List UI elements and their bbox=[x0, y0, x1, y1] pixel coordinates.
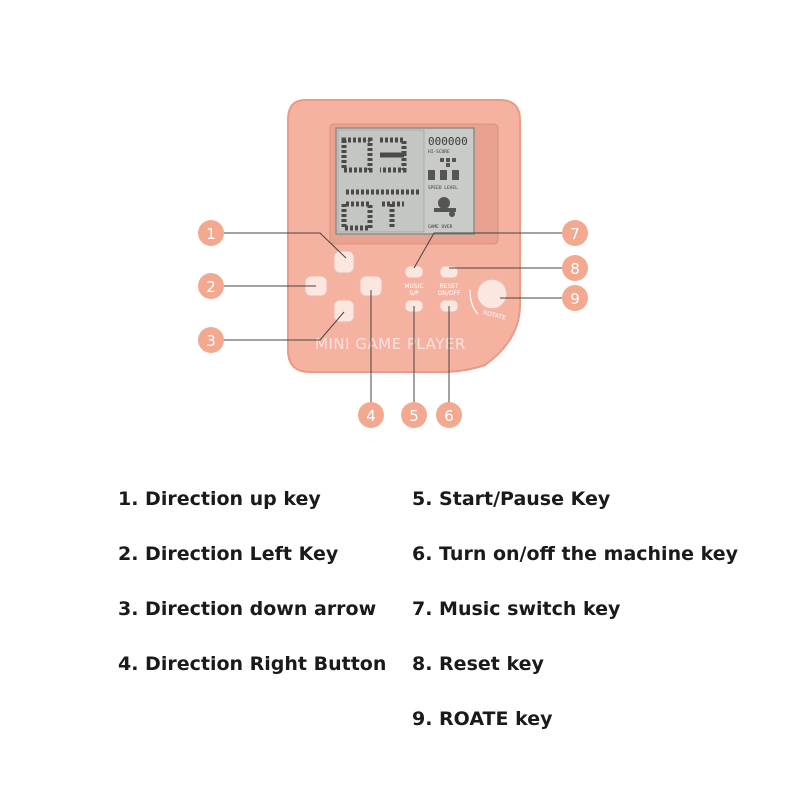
leader-lines bbox=[224, 232, 562, 402]
legend-item-6: 6. Turn on/off the machine key bbox=[412, 543, 738, 565]
callout-3 bbox=[198, 327, 224, 353]
lcd-mini-preview bbox=[440, 158, 456, 167]
legend-item-3: 3. Direction down arrow bbox=[118, 598, 377, 620]
callout-markers: 1 2 3 4 5 6 7 8 9 bbox=[198, 220, 588, 428]
legend-item-4: 4. Direction Right Button bbox=[118, 653, 387, 675]
callout-8-number: 8 bbox=[570, 260, 580, 278]
callout-9-number: 9 bbox=[570, 290, 580, 308]
legend-item-9: 9. ROATE key bbox=[412, 708, 553, 730]
music-button-label: MUSIC bbox=[404, 283, 423, 290]
callout-6-number: 6 bbox=[444, 407, 454, 425]
rotate-button[interactable] bbox=[476, 278, 508, 310]
callout-1-number: 1 bbox=[206, 225, 216, 243]
legend-item-5: 5. Start/Pause Key bbox=[412, 488, 611, 510]
legend-item-7: 7. Music switch key bbox=[412, 598, 621, 620]
callout-7 bbox=[562, 220, 588, 246]
reset-button[interactable] bbox=[439, 265, 459, 279]
dpad-up-button[interactable] bbox=[333, 250, 355, 274]
lcd-pixel-digits bbox=[341, 137, 420, 231]
lcd-play-field bbox=[337, 129, 425, 233]
rotate-arrow-icon bbox=[469, 289, 479, 315]
game-console: 000000 HI-SCORE SPEED LEVEL GAME OVER MU… bbox=[287, 99, 521, 373]
sp-button-label: S/P bbox=[409, 290, 419, 297]
lcd-character-icon bbox=[434, 197, 456, 217]
music-button[interactable] bbox=[404, 265, 424, 279]
callout-8 bbox=[562, 255, 588, 281]
dpad-down-button[interactable] bbox=[333, 299, 355, 323]
lcd-score-label: HI-SCORE bbox=[428, 149, 450, 155]
callout-5-number: 5 bbox=[409, 407, 419, 425]
callout-2-number: 2 bbox=[206, 278, 216, 296]
lcd-score-digits: 000000 bbox=[428, 135, 468, 148]
legend-item-1: 1. Direction up key bbox=[118, 488, 321, 510]
lcd-game-over-label: GAME OVER bbox=[428, 224, 453, 230]
callout-1 bbox=[198, 220, 224, 246]
callout-2 bbox=[198, 273, 224, 299]
onoff-button-label: ON/OFF bbox=[438, 290, 461, 297]
legend-item-2: 2. Direction Left Key bbox=[118, 543, 339, 565]
callout-5 bbox=[401, 402, 427, 428]
reset-button-label: RESET bbox=[439, 283, 459, 290]
leader-line-1 bbox=[224, 232, 347, 259]
callout-7-number: 7 bbox=[570, 225, 580, 243]
legend-item-8: 8. Reset key bbox=[412, 653, 544, 675]
brand-text: MINI GAME PLAYER bbox=[315, 335, 466, 353]
leader-line-7 bbox=[413, 232, 562, 269]
callout-6 bbox=[436, 402, 462, 428]
lcd-speed-level-label: SPEED LEVEL bbox=[428, 185, 458, 191]
leader-line-3 bbox=[224, 311, 345, 341]
callout-4 bbox=[358, 402, 384, 428]
callout-4-number: 4 bbox=[366, 407, 376, 425]
lcd-level-blocks bbox=[428, 170, 459, 180]
callout-3-number: 3 bbox=[206, 332, 216, 350]
callout-9 bbox=[562, 285, 588, 311]
